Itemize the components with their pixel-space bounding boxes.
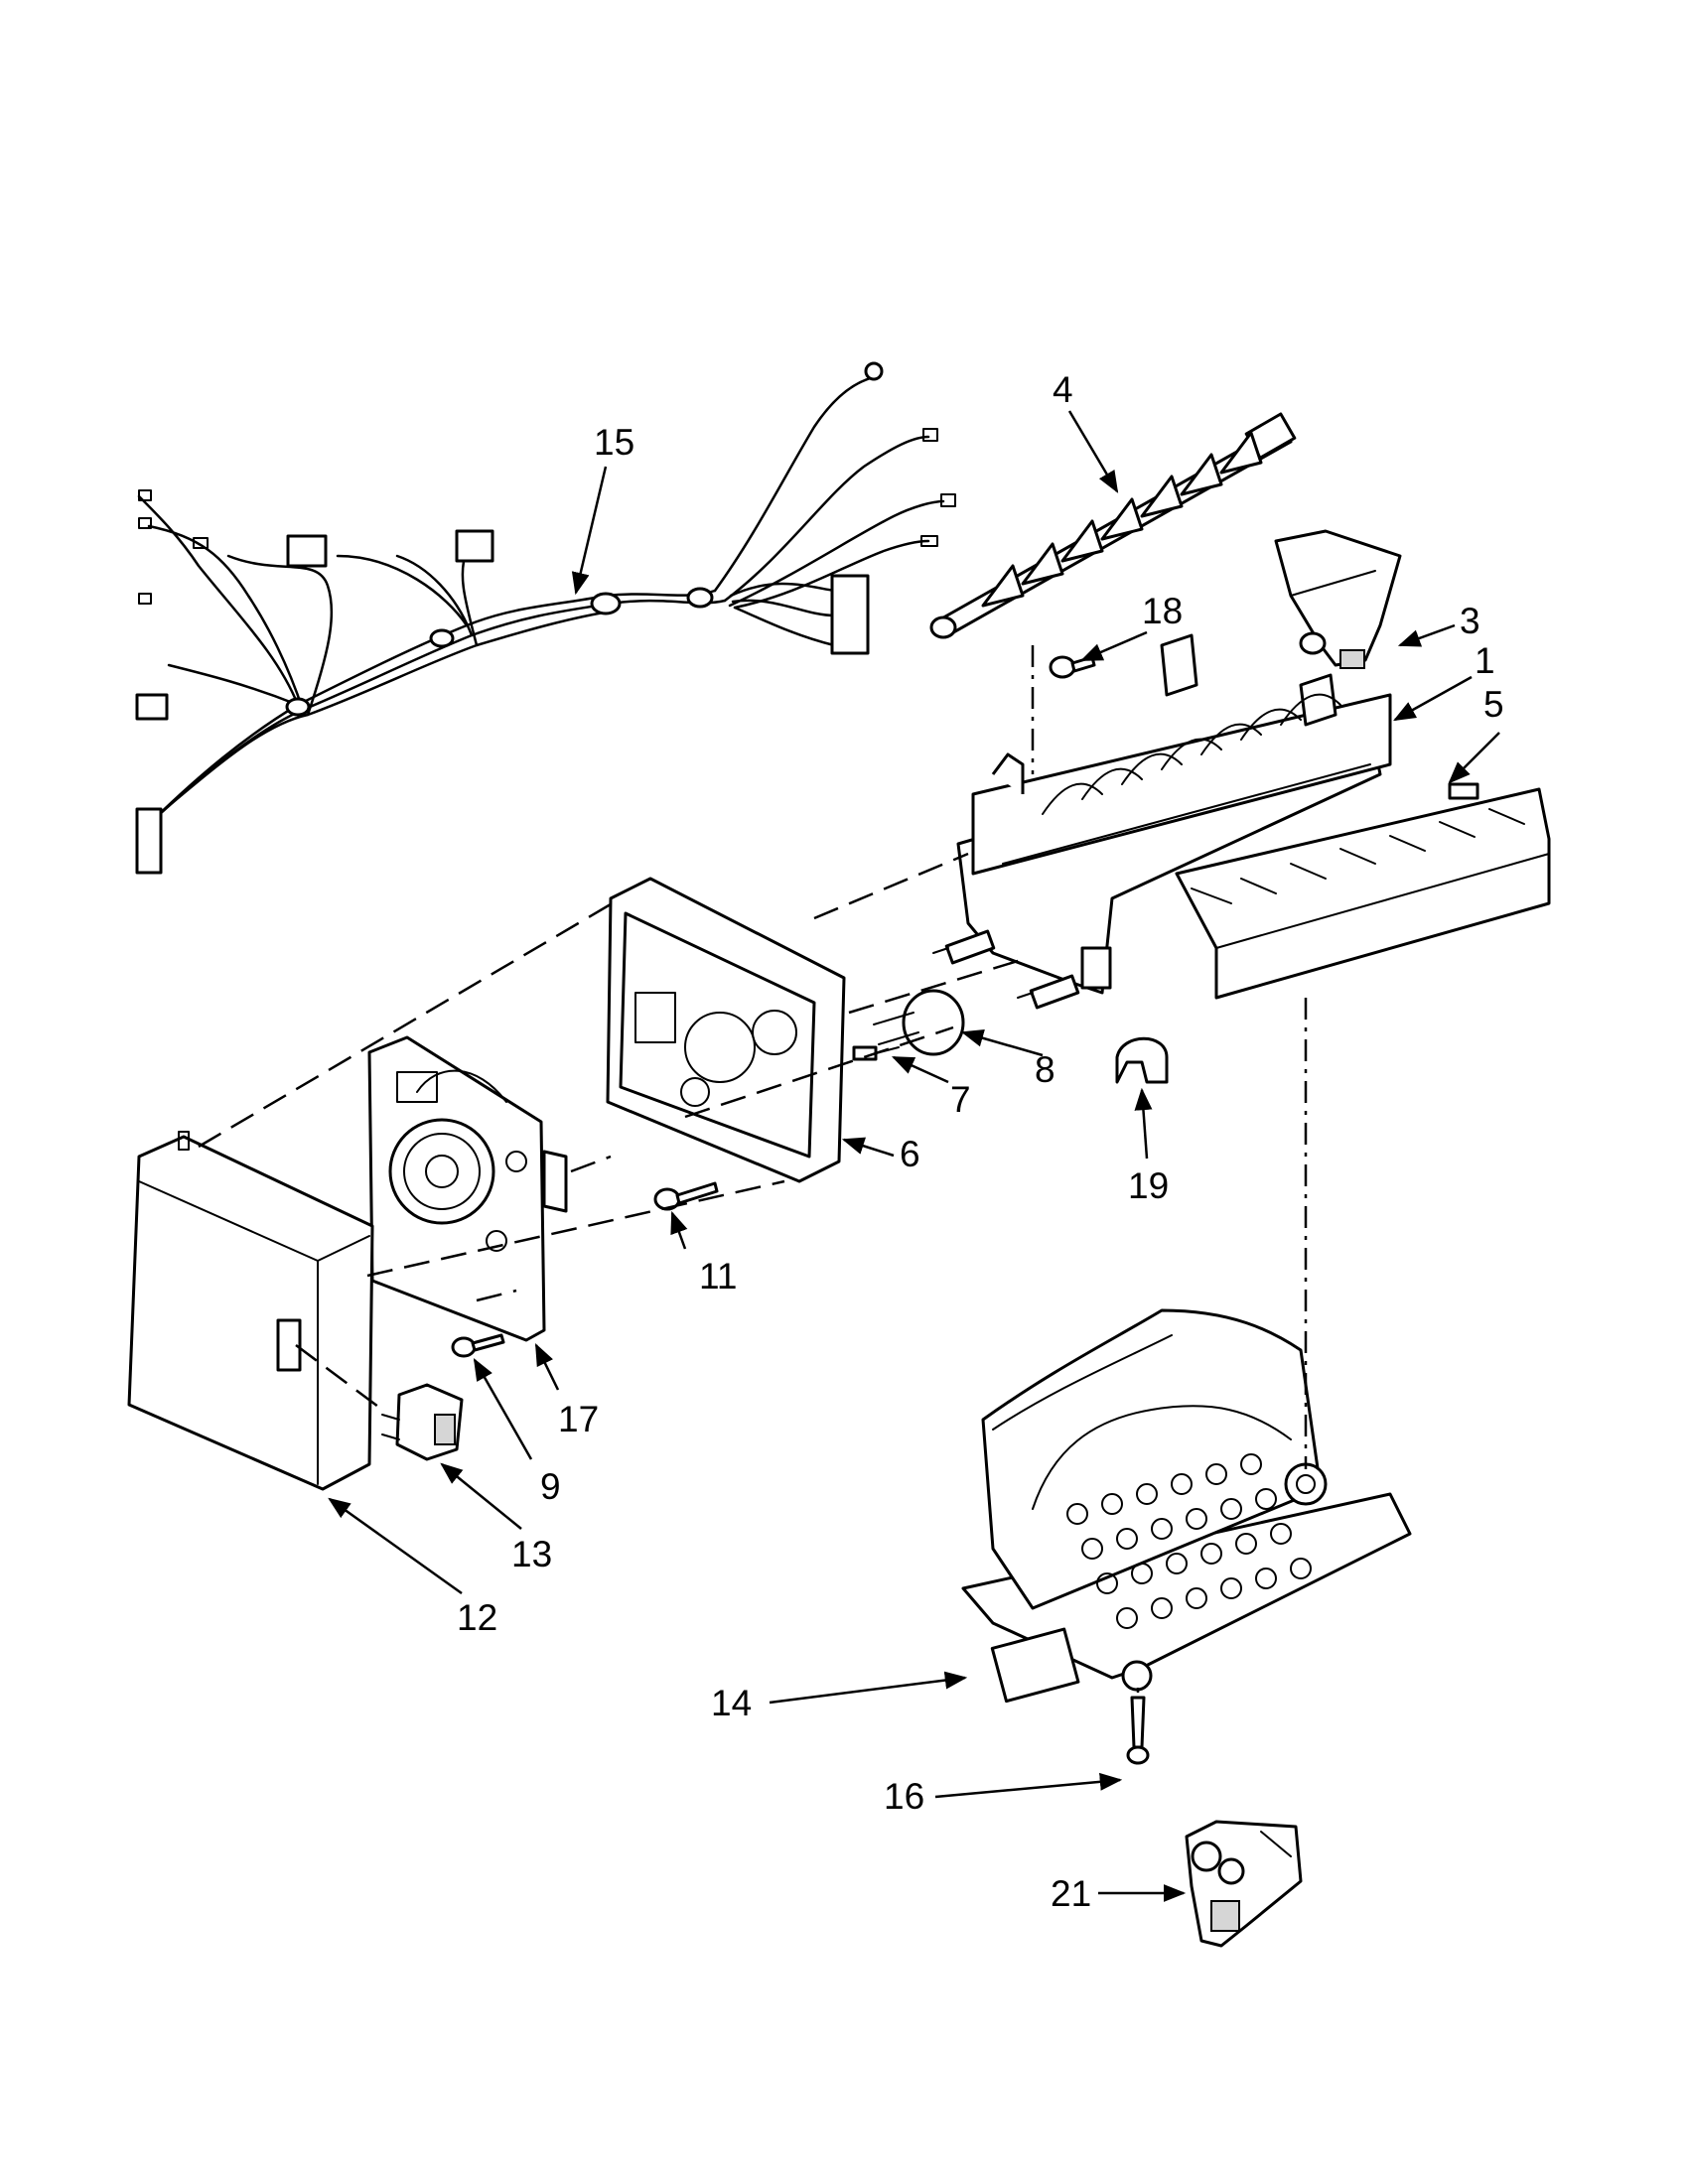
clip [1115,1036,1169,1084]
switch [381,1383,464,1461]
callout-1: 1 [1475,640,1495,681]
callout-5: 5 [1483,684,1504,725]
housing [606,877,846,1183]
callout-21: 21 [1051,1873,1091,1914]
callout-16: 16 [884,1776,924,1817]
callout-11: 11 [699,1256,737,1297]
screw-18 [1049,655,1096,679]
callout-18: 18 [1142,591,1183,631]
callout-19: 19 [1128,1165,1169,1206]
callout-9: 9 [540,1466,561,1507]
callout-15: 15 [594,422,634,463]
callout-labels: 15 4 18 3 1 5 8 7 6 19 11 17 9 13 12 14 … [457,369,1504,1914]
screw-9 [451,1333,505,1358]
callout-13: 13 [511,1534,552,1574]
leader-lines [328,410,1500,1902]
callout-3: 3 [1460,601,1480,641]
motor-plate [367,1035,568,1342]
module-base [961,1308,1412,1704]
mold-heater-pins [932,929,1080,1010]
callout-12: 12 [457,1597,497,1638]
ejector [929,412,1297,639]
valve-assembly [1185,1820,1303,1948]
callout-4: 4 [1053,369,1073,410]
screw-11 [653,1181,719,1211]
mold [956,633,1392,995]
alignment-lines [198,645,1308,1693]
screw-16 [1126,1696,1150,1765]
callout-6: 6 [900,1134,920,1174]
cover [127,1131,374,1491]
fill-cup [1274,529,1402,669]
callout-14: 14 [711,1683,752,1723]
stripper [1175,782,1551,1000]
callout-7: 7 [950,1079,971,1120]
wire-harness [135,361,956,875]
callout-17: 17 [558,1399,599,1439]
callout-8: 8 [1035,1049,1055,1090]
